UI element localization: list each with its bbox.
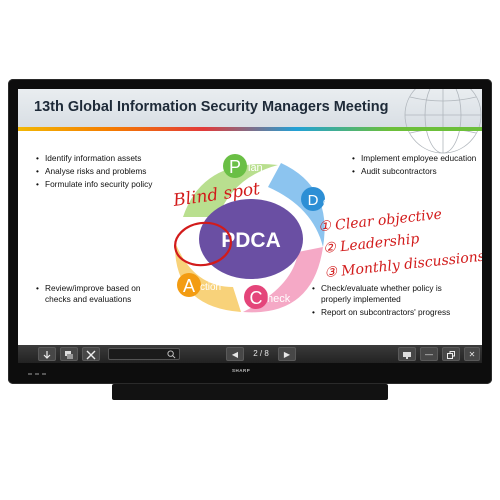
search-field[interactable] bbox=[108, 348, 180, 360]
prev-icon: ◀ bbox=[231, 350, 239, 359]
blind-spot-circle bbox=[174, 221, 232, 267]
close-button[interactable]: ✕ bbox=[464, 347, 480, 361]
bullet-item: Audit subcontractors bbox=[352, 166, 477, 177]
tools-button[interactable] bbox=[82, 347, 100, 361]
slide-screen: 13th Global Information Security Manager… bbox=[18, 89, 482, 345]
display-button[interactable] bbox=[398, 347, 416, 361]
restore-icon bbox=[447, 351, 455, 359]
header-accent-bar bbox=[18, 127, 482, 131]
annotation-item: ② Leadership bbox=[322, 230, 421, 258]
bullet-item: Identify information assets bbox=[36, 153, 176, 164]
action-circle bbox=[177, 273, 201, 297]
do-rest: o bbox=[323, 197, 329, 208]
do-initial: D bbox=[308, 192, 319, 209]
monitor-icon bbox=[403, 352, 411, 359]
indicator-led bbox=[35, 373, 39, 375]
indicator-led bbox=[28, 373, 32, 375]
download-button[interactable] bbox=[38, 347, 56, 361]
check-bullets: Check/evaluate whether policy is properl… bbox=[312, 283, 472, 320]
pdca-center bbox=[199, 199, 303, 279]
action-rest: ction bbox=[200, 282, 221, 293]
action-bullets: Review/improve based on checks and evalu… bbox=[36, 283, 158, 307]
do-bullets: Implement employee education Audit subco… bbox=[352, 153, 477, 179]
page-indicator: 2 / 8 bbox=[253, 349, 269, 358]
check-rest: heck bbox=[267, 293, 291, 305]
minimize-button[interactable]: — bbox=[420, 347, 438, 361]
minimize-icon: — bbox=[425, 350, 433, 359]
tools-icon bbox=[86, 350, 96, 360]
whiteboard-toolbar: ◀ 2 / 8 ▶ — ✕ bbox=[18, 345, 482, 363]
bullet-item: Report on subcontractors' progress bbox=[312, 307, 472, 318]
do-arc bbox=[268, 163, 325, 247]
bullet-item: Analyse risks and problems bbox=[36, 166, 176, 177]
slide-header: 13th Global Information Security Manager… bbox=[18, 89, 482, 154]
plan-circle bbox=[223, 154, 247, 178]
check-circle bbox=[244, 285, 268, 309]
action-arc bbox=[174, 242, 241, 312]
brand-logo: SHARP bbox=[232, 368, 251, 373]
next-page-button[interactable]: ▶ bbox=[278, 347, 296, 361]
download-icon bbox=[43, 351, 51, 359]
plan-bullets: Identify information assets Analyse risk… bbox=[36, 153, 176, 192]
indicator-led bbox=[42, 373, 46, 375]
display-monitor: 13th Global Information Security Manager… bbox=[8, 79, 492, 384]
bullet-item: Formulate info security policy bbox=[36, 179, 176, 190]
action-initial: A bbox=[183, 276, 195, 296]
windows-icon bbox=[65, 351, 73, 359]
check-initial: C bbox=[250, 288, 263, 308]
slide-title: 13th Global Information Security Manager… bbox=[34, 99, 389, 115]
windows-button[interactable] bbox=[60, 347, 78, 361]
plan-arc bbox=[183, 164, 278, 217]
next-icon: ▶ bbox=[283, 350, 291, 359]
bullet-item: Check/evaluate whether policy is properl… bbox=[312, 283, 472, 305]
plan-rest: lan bbox=[248, 162, 263, 174]
check-arc bbox=[243, 247, 323, 313]
pdca-label: PDCA bbox=[221, 229, 281, 252]
pdca-cycle-diagram: PDCA P lan D o C heck A ction bbox=[174, 154, 329, 313]
prev-page-button[interactable]: ◀ bbox=[226, 347, 244, 361]
monitor-stand bbox=[112, 384, 388, 400]
bullet-item: Review/improve based on checks and evalu… bbox=[36, 283, 158, 305]
plan-initial: P bbox=[229, 157, 241, 177]
do-circle bbox=[301, 187, 325, 211]
restore-button[interactable] bbox=[442, 347, 460, 361]
close-icon: ✕ bbox=[468, 350, 476, 359]
bullet-item: Implement employee education bbox=[352, 153, 477, 164]
globe-icon bbox=[404, 89, 482, 154]
annotation-item: ① Clear objective bbox=[317, 206, 443, 236]
search-icon bbox=[167, 350, 176, 359]
